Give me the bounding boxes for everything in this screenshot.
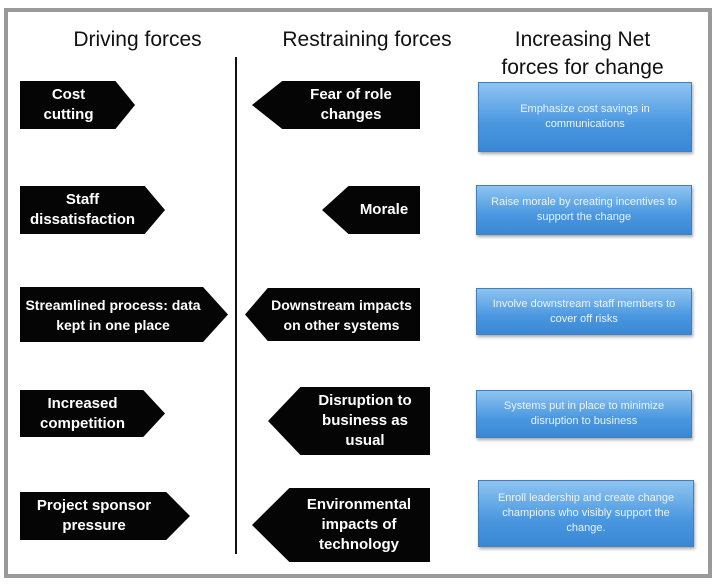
- restraining-force-arrow: Fear of role changes: [252, 81, 420, 129]
- divider-line: [235, 57, 237, 554]
- arrow-label: Disruption to business as usual: [318, 392, 412, 449]
- header-driving: Driving forces: [73, 28, 202, 51]
- arrow-label: Staff dissatisfaction: [29, 191, 136, 228]
- header-restraining: Restraining forces: [282, 28, 452, 51]
- arrow-label: Streamlined process: data kept in one pl…: [25, 296, 201, 333]
- restraining-force-arrow: Environmental impacts of technology: [252, 488, 430, 562]
- restraining-force-arrow: Disruption to business as usual: [268, 387, 430, 455]
- driving-force-arrow: Streamlined process: data kept in one pl…: [20, 287, 228, 342]
- arrow-label: Downstream impacts on other systems: [271, 296, 412, 333]
- arrow-label: Increased competition: [40, 394, 125, 432]
- diagram-frame: [4, 8, 712, 578]
- header-net-line1: Increasing Net: [514, 28, 651, 51]
- driving-force-arrow: Cost cutting: [20, 81, 135, 129]
- driving-force-arrow: Staff dissatisfaction: [20, 186, 165, 234]
- arrow-label: Fear of role changes: [310, 86, 392, 123]
- arrow-label: Morale: [359, 201, 409, 218]
- header-net: Increasing Net forces for change: [480, 26, 685, 82]
- arrow-label: Environmental impacts of technology: [306, 496, 412, 553]
- arrow-label: Cost cutting: [43, 86, 94, 123]
- net-force-box: Enroll leadership and create change cham…: [478, 480, 694, 547]
- restraining-force-arrow: Downstream impacts on other systems: [245, 288, 420, 341]
- net-force-box: Systems put in place to minimize disrupt…: [476, 390, 692, 438]
- header-net-line2: forces for change: [501, 56, 664, 79]
- net-force-box: Involve downstream staff members to cove…: [476, 288, 692, 335]
- driving-force-arrow: Increased competition: [20, 390, 165, 437]
- driving-force-arrow: Project sponsor pressure: [20, 492, 190, 540]
- net-force-box: Raise morale by creating incentives to s…: [476, 185, 692, 235]
- net-force-box: Emphasize cost savings in communications: [478, 82, 692, 152]
- arrow-label: Project sponsor pressure: [36, 497, 152, 534]
